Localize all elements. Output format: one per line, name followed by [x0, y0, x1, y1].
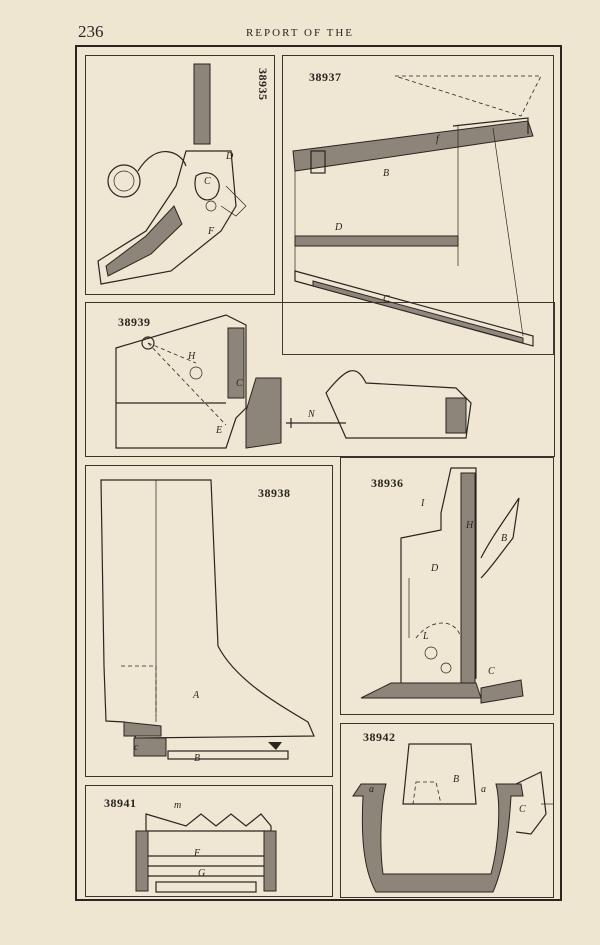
- figure-number-38939: 38939: [118, 315, 151, 329]
- figure-38935: 38935 D C F: [85, 55, 275, 295]
- label-c: C: [383, 294, 390, 305]
- label-b: B: [194, 753, 201, 764]
- label-b: B: [501, 533, 508, 544]
- label-f: F: [194, 848, 201, 859]
- figure-38939: 38939 H C E N: [85, 302, 555, 457]
- label-h: H: [188, 351, 196, 362]
- figure-38937: 38937 f B D C: [282, 55, 554, 355]
- stand-drawing: [360, 467, 524, 704]
- label-d: D: [335, 222, 343, 233]
- illustration-plate: 38935 D C F 38937 f B D C: [75, 45, 562, 901]
- figure-number-38941: 38941: [104, 796, 137, 810]
- label-l: L: [423, 631, 429, 642]
- label-f: F: [208, 226, 215, 237]
- label-c: c: [134, 742, 139, 753]
- page-number: 236: [78, 22, 104, 41]
- label-b: B: [383, 168, 390, 179]
- label-c: C: [204, 176, 211, 187]
- label-b: B: [453, 774, 460, 785]
- revolver-drawing: [97, 63, 247, 285]
- figure-number-38937: 38937: [309, 70, 342, 84]
- figure-38941: 38941 m F G: [85, 785, 333, 897]
- last-drawing: [115, 314, 472, 449]
- figure-38938: 38938 A c B: [85, 465, 333, 777]
- label-i: I: [421, 498, 425, 509]
- label-e: E: [216, 425, 223, 436]
- label-c: C: [236, 378, 243, 389]
- label-f: f: [436, 134, 439, 145]
- running-head: REPORT OF THE: [245, 27, 355, 39]
- label-c: C: [519, 804, 526, 815]
- label-d: D: [226, 151, 234, 162]
- label-g: G: [198, 868, 206, 879]
- figure-number-38935: 38935: [256, 68, 270, 101]
- label-h: H: [466, 520, 474, 531]
- label-c: C: [488, 666, 495, 677]
- vessel-drawing: [352, 743, 553, 893]
- label-a-left: a: [369, 784, 374, 795]
- figure-number-38942: 38942: [363, 730, 396, 744]
- frame-drawing: [135, 813, 277, 893]
- label-d: D: [431, 563, 439, 574]
- label-a: A: [193, 690, 200, 701]
- label-n: N: [308, 409, 315, 420]
- figure-number-38938: 38938: [258, 486, 291, 500]
- figure-number-38936: 38936: [371, 476, 404, 490]
- boot-drawing: [100, 479, 315, 760]
- chute-drawing: [292, 75, 542, 347]
- figure-38936: 38936 I H B D L C: [340, 457, 554, 715]
- label-a-right: a: [481, 784, 486, 795]
- label-m: m: [174, 800, 182, 811]
- figure-38942: 38942 a B a C: [340, 723, 554, 898]
